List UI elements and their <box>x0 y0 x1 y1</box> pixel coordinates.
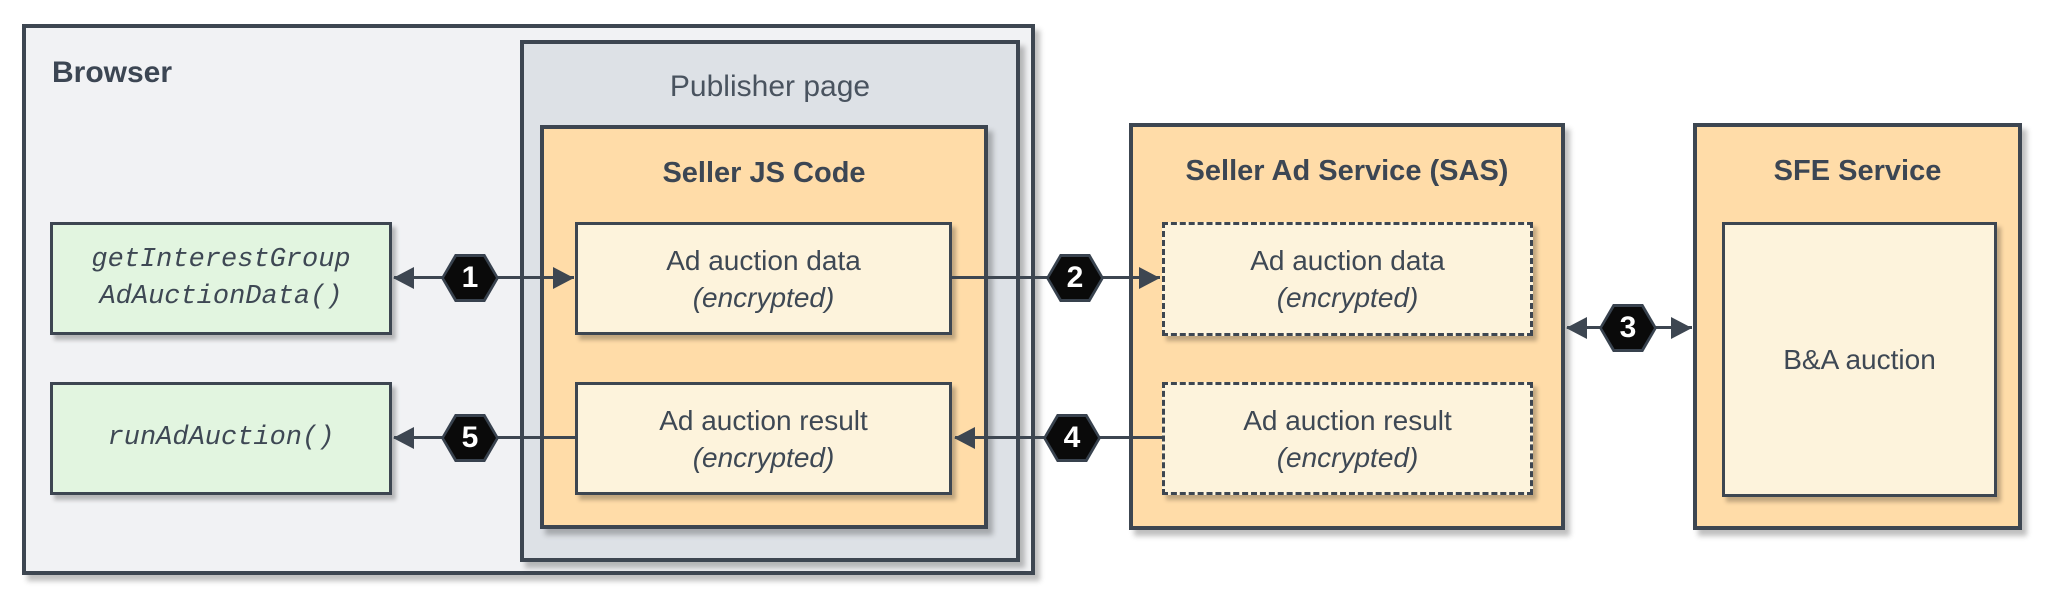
step-number: 3 <box>1619 311 1637 344</box>
step-5-badge: 5 <box>441 414 499 462</box>
seller-js-code-title: Seller JS Code <box>662 157 866 189</box>
publisher-page-title: Publisher page <box>669 70 871 103</box>
api-call-line: getInterestGroup <box>91 244 351 275</box>
step-number: 5 <box>461 421 479 454</box>
item-label: Ad auction result <box>1243 404 1452 436</box>
step-number: 1 <box>461 261 479 294</box>
arrowhead-right-icon <box>1139 267 1160 289</box>
sas-ad-auction-result-box: Ad auction result (encrypted) <box>1162 382 1533 495</box>
ba-auction-box: B&A auction <box>1722 222 1997 497</box>
js-ad-auction-result-box: Ad auction result (encrypted) <box>575 382 952 495</box>
hexagon-icon: 2 <box>1049 257 1101 299</box>
api-call-line: runAdAuction() <box>107 423 335 453</box>
item-label: Ad auction data <box>1250 245 1445 276</box>
sfe-service-title: SFE Service <box>1773 155 1942 187</box>
arrowhead-left-icon <box>393 427 414 449</box>
item-encrypted-label: (encrypted) <box>692 281 835 313</box>
step-1-badge: 1 <box>441 254 499 302</box>
hexagon-icon: 4 <box>1046 417 1098 459</box>
step-3-badge: 3 <box>1599 304 1657 352</box>
sas-ad-auction-data-box: Ad auction data (encrypted) <box>1162 222 1533 336</box>
arrowhead-right-icon <box>1671 317 1692 339</box>
browser-title: Browser <box>52 56 173 89</box>
step-number: 2 <box>1066 261 1084 294</box>
arrowhead-right-icon <box>553 267 574 289</box>
item-encrypted-label: (encrypted) <box>1276 282 1419 313</box>
hexagon-icon: 1 <box>444 257 496 299</box>
js-ad-auction-data-box: Ad auction data (encrypted) <box>575 222 952 335</box>
step-number: 4 <box>1063 421 1081 454</box>
item-label: Ad auction data <box>666 244 861 276</box>
arrowhead-left-icon <box>954 427 975 449</box>
item-encrypted-label: (encrypted) <box>692 441 835 473</box>
arrowhead-left-icon <box>393 267 414 289</box>
get-interest-group-ad-auction-data-box: getInterestGroup AdAuctionData() <box>50 222 392 335</box>
hexagon-icon: 5 <box>444 417 496 459</box>
item-label: B&A auction <box>1783 344 1936 375</box>
seller-ad-service-title: Seller Ad Service (SAS) <box>1185 155 1509 187</box>
arrowhead-left-icon <box>1566 317 1587 339</box>
item-label: Ad auction result <box>659 404 868 436</box>
step-2-badge: 2 <box>1046 254 1104 302</box>
step-4-badge: 4 <box>1043 414 1101 462</box>
hexagon-icon: 3 <box>1602 307 1654 349</box>
api-call-line: AdAuctionData() <box>99 281 343 312</box>
item-encrypted-label: (encrypted) <box>1276 441 1419 473</box>
run-ad-auction-box: runAdAuction() <box>50 382 392 495</box>
